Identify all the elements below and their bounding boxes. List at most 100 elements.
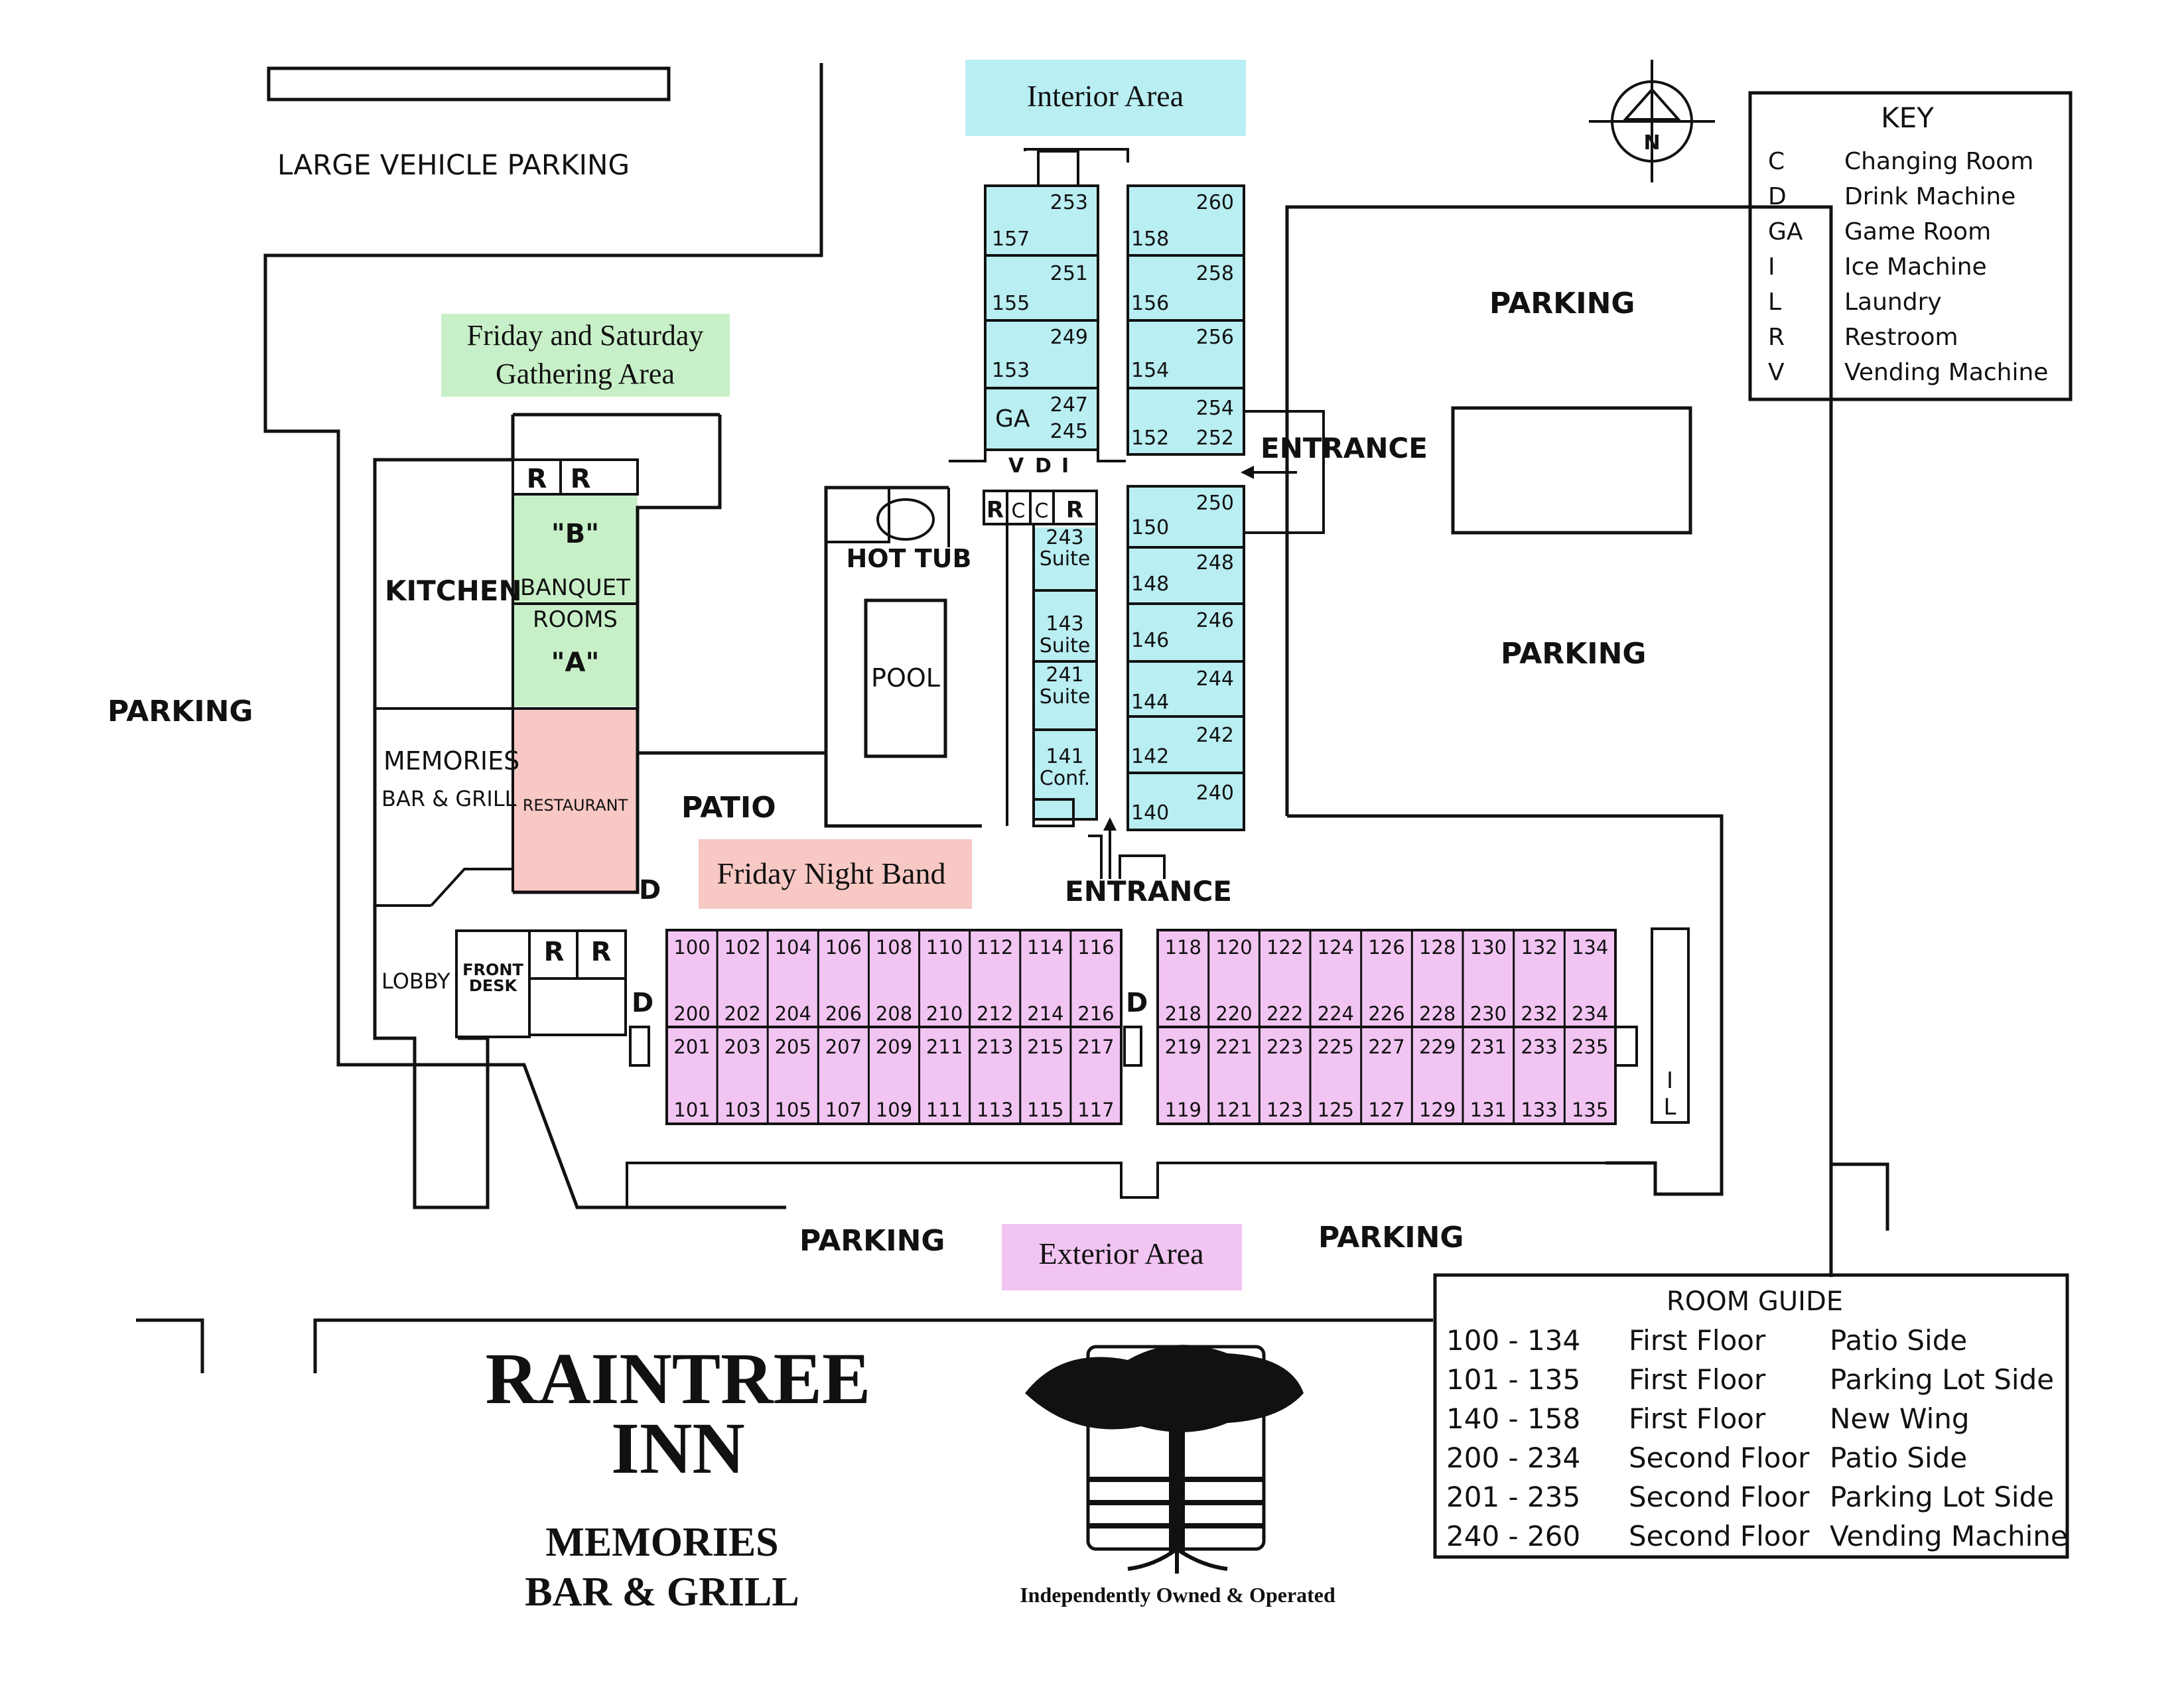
key-code: V	[1768, 359, 1785, 386]
room-113: 113	[977, 1099, 1013, 1121]
room-121: 121	[1215, 1099, 1252, 1121]
room-guide-range: 240 - 260	[1446, 1520, 1580, 1552]
room-106: 106	[825, 936, 862, 959]
southwest-boundary-line	[136, 1318, 204, 1373]
room-260: 260	[1196, 191, 1234, 214]
room-guide-floor: First Floor	[1629, 1363, 1766, 1396]
pool-rect	[864, 598, 947, 758]
key-label: Ice Machine	[1844, 253, 1987, 281]
pool-label: POOL	[871, 663, 940, 693]
memories-label: MEMORIES	[383, 746, 519, 776]
room-146: 146	[1131, 629, 1169, 652]
front-desk-label-line2: DESK	[469, 977, 518, 995]
memories-angle-wall	[430, 868, 513, 907]
room-154: 154	[1131, 359, 1169, 382]
suite-241-type: Suite	[1040, 685, 1091, 709]
room-103: 103	[724, 1099, 760, 1121]
key-label: Changing Room	[1844, 148, 2033, 175]
room-guide-side: Parking Lot Side	[1830, 1363, 2054, 1396]
room-guide-range: 201 - 235	[1446, 1481, 1580, 1513]
large-vehicle-parking-sign	[267, 66, 671, 102]
room-229: 229	[1419, 1036, 1456, 1058]
parking-label-south-1: PARKING	[799, 1224, 945, 1258]
room-200: 200	[673, 1002, 710, 1025]
drink-machine-label-1: D	[639, 875, 661, 906]
room-202: 202	[724, 1002, 760, 1025]
restaurant-fill	[513, 709, 638, 891]
key-label: Vending Machine	[1844, 359, 2048, 386]
room-153: 153	[992, 359, 1030, 382]
hot-tub-label: HOT TUB	[847, 544, 972, 573]
vending-label: V	[1008, 454, 1024, 478]
south-building-room-dividers	[716, 930, 1566, 1124]
south-entrance-wall-2	[1119, 854, 1166, 879]
parking-label-east: PARKING	[1501, 637, 1647, 671]
stairs-west	[629, 1026, 650, 1067]
west-wing-fill	[985, 186, 1098, 450]
key-title: KEY	[1881, 102, 1934, 134]
south-building-rooms: 1002002011011022022031031042042051051062…	[673, 936, 1608, 1121]
room-148: 148	[1131, 573, 1169, 596]
north-stair-wall	[1024, 148, 1129, 163]
key-code: R	[1768, 324, 1785, 351]
room-212: 212	[977, 1002, 1013, 1025]
room-252: 252	[1196, 427, 1234, 450]
room-123: 123	[1266, 1099, 1303, 1121]
small-lot-outline	[1831, 1162, 1889, 1231]
brand-sub-line2: BAR & GRILL	[525, 1570, 799, 1615]
banquet-label: BANQUET	[520, 575, 630, 601]
stairs-east	[1614, 1026, 1638, 1067]
compass-icon: N	[1589, 60, 1715, 182]
lobby-label: LOBBY	[381, 969, 450, 994]
room-246: 246	[1196, 609, 1234, 632]
room-249: 249	[1050, 326, 1088, 349]
room-205: 205	[775, 1036, 811, 1058]
south-entrance-wall	[1088, 835, 1103, 879]
room-guide-range: 200 - 234	[1446, 1442, 1580, 1474]
room-222: 222	[1266, 1002, 1303, 1025]
room-211: 211	[926, 1036, 963, 1058]
room-133: 133	[1521, 1099, 1557, 1121]
laundry-label: L	[1664, 1094, 1676, 1120]
exterior-area-label-bg	[1002, 1224, 1242, 1290]
ice-machine-label-2: I	[1667, 1067, 1673, 1094]
changing-label-1: C	[1012, 500, 1026, 523]
room-150: 150	[1131, 516, 1169, 539]
compass-north-label: N	[1643, 131, 1660, 155]
room-guide-range: 101 - 135	[1446, 1363, 1580, 1396]
room-214: 214	[1027, 1002, 1063, 1025]
south-entrance-arrowhead	[1103, 817, 1117, 831]
room-250: 250	[1196, 492, 1234, 515]
room-215: 215	[1027, 1036, 1063, 1058]
patio-label: PATIO	[681, 791, 776, 825]
large-vehicle-parking-label: LARGE VEHICLE PARKING	[277, 149, 630, 181]
east-building-outline	[1285, 205, 1833, 1277]
hot-tub-box	[825, 486, 890, 543]
west-building-outline	[513, 415, 722, 894]
room-230: 230	[1470, 1002, 1507, 1025]
room-118: 118	[1165, 936, 1201, 959]
suite-241: 241 Suite	[1040, 663, 1091, 709]
room-guide-floor: Second Floor	[1629, 1520, 1810, 1552]
room-124: 124	[1318, 936, 1354, 959]
room-guide-side: Vending Machine	[1830, 1520, 2068, 1552]
room-216: 216	[1077, 1002, 1114, 1025]
room-251: 251	[1050, 262, 1088, 285]
key-box	[1748, 91, 2073, 401]
south-building-back-wall	[626, 1162, 1605, 1207]
key-label: Restroom	[1844, 324, 1958, 351]
room-206: 206	[825, 1002, 862, 1025]
corridor-north-wall	[949, 450, 987, 462]
room-guide-floor: First Floor	[1629, 1402, 1766, 1435]
parking-label-south-2: PARKING	[1318, 1221, 1464, 1254]
room-127: 127	[1368, 1099, 1404, 1121]
east-entrance-arrowhead	[1241, 466, 1254, 479]
restroom-label-3: R	[544, 937, 565, 967]
east-entrance-wall	[1244, 410, 1325, 534]
room-guide-side: Parking Lot Side	[1830, 1481, 2054, 1513]
room-guide-range: 140 - 158	[1446, 1402, 1580, 1435]
room-guide-side: New Wing	[1830, 1402, 1970, 1435]
kitchen-label: KITCHEN	[385, 575, 522, 607]
room-242: 242	[1196, 724, 1234, 747]
